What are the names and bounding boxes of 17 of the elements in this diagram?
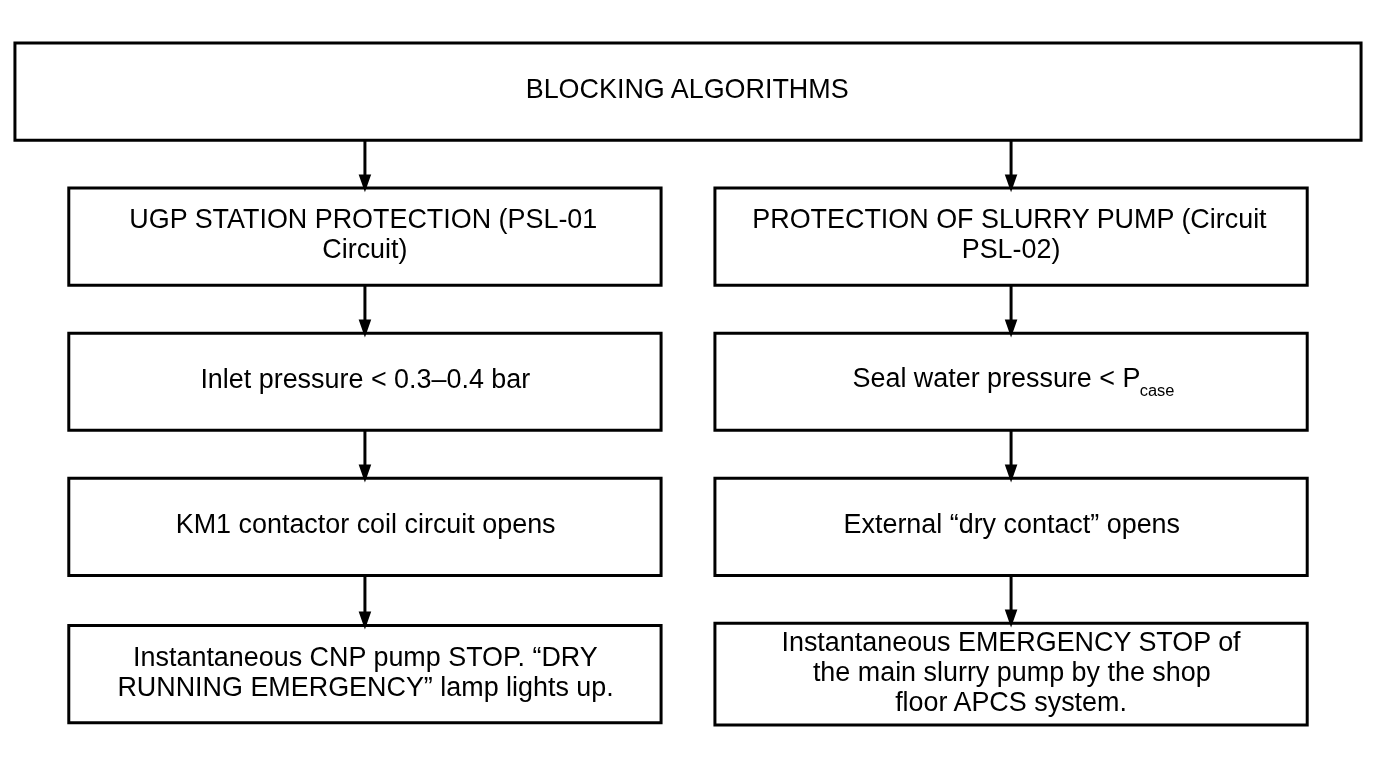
arrow bbox=[358, 430, 372, 483]
node-box: BLOCKING ALGORITHMS bbox=[13, 41, 1363, 142]
arrow bbox=[1004, 575, 1018, 628]
node-box: Instantaneous EMERGENCY STOP of the main slurry pump by the shop floor APCS system. bbox=[713, 621, 1309, 727]
node-box: Seal water pressure < P$_{case}$ bbox=[713, 331, 1309, 432]
arrow bbox=[1004, 430, 1018, 483]
node-box: Instantaneous CNP pump STOP. “DRY RUNNING EMERGENCY” lamp lights up. bbox=[67, 624, 663, 725]
node-box: PROTECTION OF SLURRY PUMP (Circuit PSL-02) bbox=[713, 186, 1309, 287]
node-box: External “dry contact” opens bbox=[713, 476, 1309, 577]
arrow bbox=[358, 575, 372, 630]
node-box: KM1 contactor coil circuit opens bbox=[67, 476, 663, 577]
arrow bbox=[1004, 285, 1018, 338]
arrow bbox=[1004, 140, 1018, 193]
node-box: UGP STATION PROTECTION (PSL-01 Circuit) bbox=[67, 186, 663, 287]
arrow bbox=[358, 140, 372, 193]
node-box: Inlet pressure < 0.3–0.4 bar bbox=[67, 331, 663, 432]
arrow bbox=[358, 285, 372, 338]
